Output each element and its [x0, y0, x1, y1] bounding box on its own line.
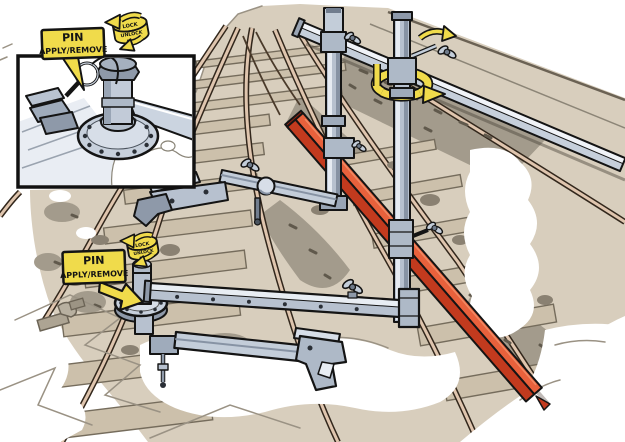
inset-clamp-lever — [25, 87, 65, 107]
beam-edge-line — [300, 27, 624, 165]
post-front-rail-clamp — [388, 219, 414, 259]
rotation-band-icon: LOCK UNLOCK — [104, 11, 150, 52]
hanging-pin — [254, 197, 261, 221]
fg-beam-side — [148, 289, 415, 319]
ball-pivot-shade — [259, 189, 271, 195]
inset-white-blob — [160, 140, 176, 152]
rotation-band-icon: LOCK UNLOCK — [119, 231, 160, 268]
turnout-rails — [242, 31, 301, 116]
pin-callout-foreground: PIN APPLY/REMOVE — [60, 248, 145, 312]
pin-shaft — [64, 80, 81, 98]
beam-shadow — [305, 42, 625, 182]
band-arrow-bottom — [131, 255, 148, 268]
foreground-beam — [142, 279, 417, 320]
cross-beam — [291, 17, 625, 173]
rod-tip — [160, 382, 166, 388]
detail-inset: PIN APPLY/REMOVE LOCK UNLOCK — [16, 11, 196, 189]
unlock-label: UNLOCK — [120, 30, 143, 40]
rail-fastener-sketch — [36, 297, 86, 332]
white-patches — [0, 147, 625, 442]
clamp-arm-shade — [175, 337, 305, 354]
clamp-bolt-dot — [169, 198, 175, 204]
pin-callout-subtitle: APPLY/REMOVE — [60, 269, 129, 280]
wing-nut — [425, 221, 444, 235]
inset-arm — [127, 97, 192, 141]
lock-label: LOCK — [122, 22, 139, 31]
clamp-jaw — [133, 193, 173, 227]
post-front-shade — [404, 18, 408, 320]
post-rear-rail-bracket — [323, 137, 355, 159]
inset-arm-highlight — [130, 101, 192, 120]
post-rear-open-top — [326, 8, 341, 13]
fg-beam-holes — [175, 294, 359, 312]
pin-callout-title: PIN — [83, 254, 105, 268]
platform-edge — [387, 10, 625, 102]
toggle-bolt-fill — [411, 44, 437, 58]
small-rotation-arrow-icon — [417, 25, 457, 42]
rail-clamp-front — [293, 327, 348, 392]
band-arrow-bottom — [119, 38, 136, 52]
front-clamp-notch — [317, 361, 335, 379]
swivel-arm-mid — [133, 158, 339, 227]
callout-arrow-icon — [97, 280, 145, 312]
pin-callout-subtitle: APPLY/REMOVE — [39, 45, 108, 56]
band-arrow-top — [119, 233, 136, 249]
foreground-assembly — [113, 259, 421, 392]
mid-arm-shade-line — [220, 173, 337, 201]
ball-pivot — [256, 176, 276, 196]
support-post-rear — [319, 7, 367, 211]
inset-clamp-base — [39, 111, 79, 135]
clamp-bolt — [412, 228, 429, 238]
wing-nut — [240, 158, 260, 172]
post-front-collar — [389, 87, 415, 99]
post-rear-shade — [336, 12, 340, 206]
support-post-front — [370, 11, 457, 323]
band-arrow-top — [104, 13, 121, 30]
post-front-highlight — [396, 18, 400, 320]
wing-nut — [351, 140, 367, 152]
clamp-arm — [173, 330, 307, 363]
wing-nut — [437, 45, 457, 59]
red-bar-tip-fragment — [535, 395, 551, 411]
post-rear-highlight — [328, 12, 332, 206]
fg-beam-edge — [149, 289, 415, 309]
hanging-pin-tip — [253, 218, 262, 226]
beam-top-face — [300, 22, 625, 164]
post-front-beam-clamp — [387, 57, 417, 85]
clamp-bolt-dot — [203, 189, 209, 195]
post-front-cap — [391, 11, 413, 21]
beam-side-face — [297, 27, 624, 172]
red-bar-highlight — [304, 118, 537, 386]
front-clamp-bolt — [307, 345, 313, 351]
fg-beam-end-plate — [142, 279, 153, 304]
lock-label: LOCK — [135, 241, 150, 249]
post-rear-beam-clamp — [320, 31, 347, 53]
post-rear-collar — [321, 115, 346, 127]
rod-nut — [157, 363, 169, 371]
platform-lower-edge — [369, 23, 625, 129]
pin-callout-inset: PIN APPLY/REMOVE — [39, 26, 108, 91]
pin-callout-title: PIN — [62, 31, 84, 45]
fg-beam-post-sleeve — [397, 287, 421, 329]
unlock-label: UNLOCK — [133, 248, 155, 258]
pin-callout-box — [40, 26, 106, 61]
inset-post-collar — [101, 97, 135, 108]
pin-callout-box — [61, 248, 127, 286]
wing-nut — [341, 278, 364, 299]
fg-beam-top — [149, 283, 416, 309]
beam-end-plate — [291, 17, 306, 39]
wing-nut — [343, 31, 362, 45]
